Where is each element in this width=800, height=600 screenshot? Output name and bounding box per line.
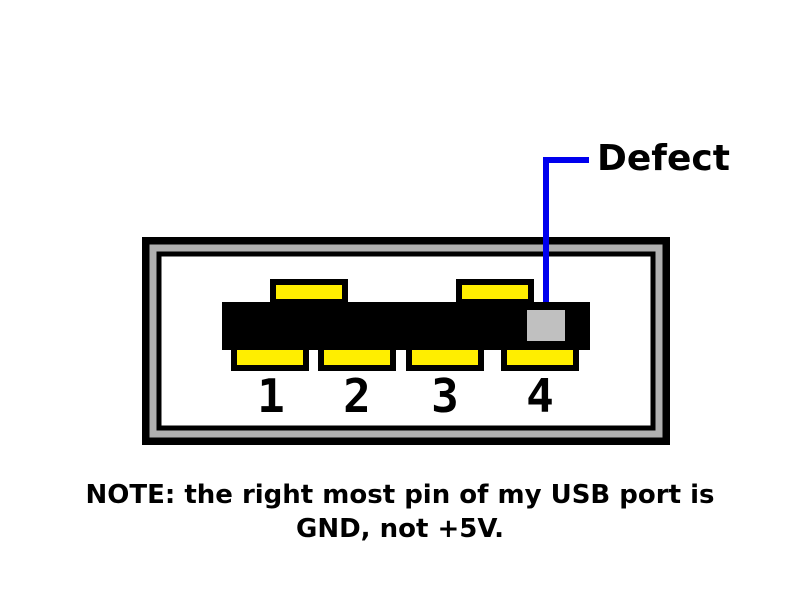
note-line-2: GND, not +5V. xyxy=(296,514,504,544)
note-text: NOTE: the right most pin of my USB port … xyxy=(0,478,800,546)
defect-callout-line xyxy=(543,157,589,302)
pin-number-4: 4 xyxy=(526,369,554,423)
pin-number-1: 1 xyxy=(257,369,285,423)
pin-number-3: 3 xyxy=(431,369,459,423)
defect-marker xyxy=(527,310,565,341)
upper-contact-left xyxy=(270,279,348,305)
note-line-1: NOTE: the right most pin of my USB port … xyxy=(85,480,715,510)
defect-label: Defect xyxy=(597,138,730,179)
upper-contact-right xyxy=(456,279,534,305)
port-shell-border xyxy=(149,244,663,438)
pin-number-2: 2 xyxy=(343,369,371,423)
